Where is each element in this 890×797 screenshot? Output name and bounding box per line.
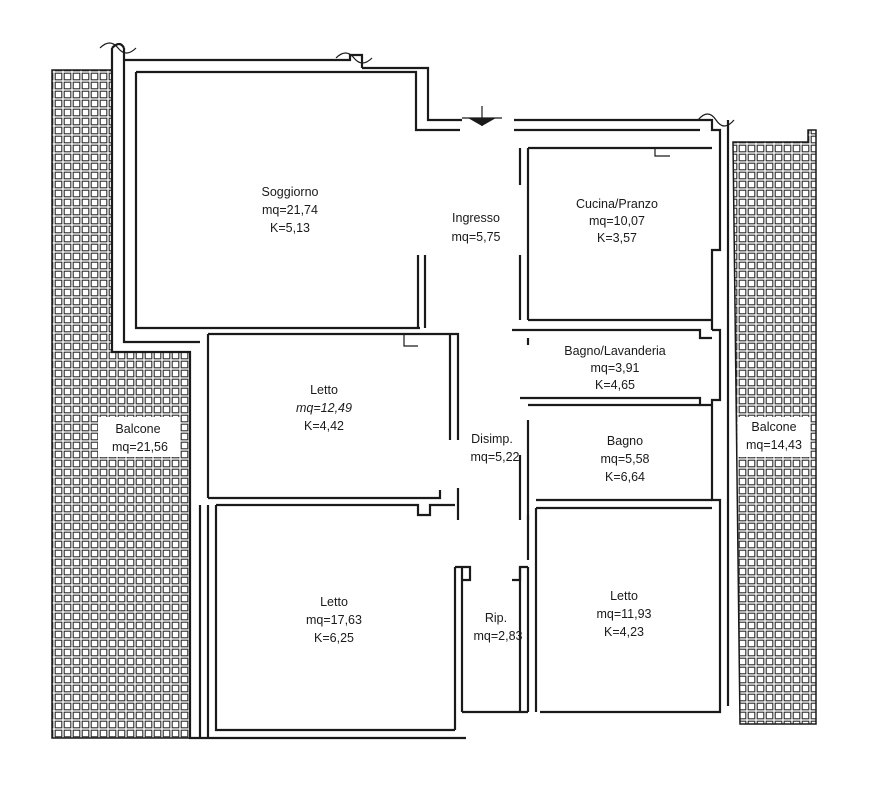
room-lavanderia: Bagno/Lavanderia mq=3,91 K=4,65 [564, 344, 666, 392]
room-balcone-left: Balcone mq=21,56 [112, 422, 168, 454]
room-name: Cucina/Pranzo [576, 197, 658, 211]
room-area: mq=17,63 [306, 613, 362, 627]
room-area: mq=10,07 [589, 214, 645, 228]
break-marks [99, 42, 735, 127]
room-soggiorno: Soggiorno mq=21,74 K=5,13 [262, 185, 319, 235]
room-name: Soggiorno [262, 185, 319, 199]
balcone-left-area [51, 69, 191, 739]
room-name: Letto [610, 589, 638, 603]
room-balcone-right: Balcone mq=14,43 [746, 420, 802, 452]
interior-walls [206, 146, 712, 732]
entrance-marker-icon [462, 106, 502, 126]
outer-walls [110, 42, 730, 740]
balcone-left-label-bg [98, 417, 180, 457]
room-letto-1: Letto mq=12,49 K=4,42 [296, 383, 352, 433]
room-cucina: Cucina/Pranzo mq=10,07 K=3,57 [576, 197, 658, 245]
room-name: Balcone [115, 422, 160, 436]
room-name: Bagno/Lavanderia [564, 344, 666, 358]
room-ingresso: Ingresso mq=5,75 [452, 211, 501, 244]
room-area: mq=5,58 [601, 452, 650, 466]
room-area: mq=2,83 [474, 629, 523, 643]
room-k: K=5,13 [270, 221, 310, 235]
room-area: mq=14,43 [746, 438, 802, 452]
room-name: Disimp. [471, 432, 513, 446]
room-k: K=4,65 [595, 378, 635, 392]
room-k: K=4,42 [304, 419, 344, 433]
room-name: Letto [310, 383, 338, 397]
room-k: K=6,25 [314, 631, 354, 645]
room-letto-2: Letto mq=17,63 K=6,25 [306, 595, 362, 645]
room-ripostiglio: Rip. mq=2,83 [474, 611, 523, 643]
room-disimpegno: Disimp. mq=5,22 [471, 432, 520, 464]
room-area: mq=3,91 [591, 361, 640, 375]
room-area: mq=11,93 [596, 607, 651, 621]
room-k: K=3,57 [597, 231, 637, 245]
room-bagno: Bagno mq=5,58 K=6,64 [601, 434, 650, 484]
room-area: mq=5,22 [471, 450, 520, 464]
room-name: Balcone [751, 420, 796, 434]
room-area: mq=21,74 [262, 203, 318, 217]
room-name: Rip. [485, 611, 507, 625]
balcone-right-label-bg [738, 417, 810, 457]
room-area: mq=5,75 [452, 230, 501, 244]
room-area: mq=12,49 [296, 401, 352, 415]
room-name: Bagno [607, 434, 643, 448]
room-area: mq=21,56 [112, 440, 168, 454]
room-k: K=6,64 [605, 470, 645, 484]
room-name: Ingresso [452, 211, 500, 225]
room-k: K=4,23 [604, 625, 644, 639]
room-letto-3: Letto mq=11,93 K=4,23 [596, 589, 651, 639]
room-name: Letto [320, 595, 348, 609]
